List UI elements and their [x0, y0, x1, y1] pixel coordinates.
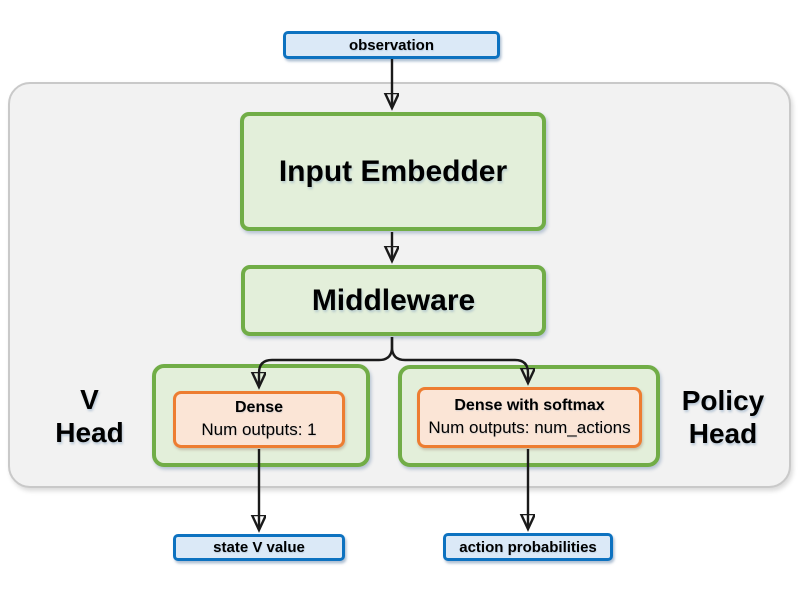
action-probabilities-label: action probabilities: [459, 538, 597, 556]
policy-dense-title: Dense with softmax: [454, 397, 605, 415]
policy-dense-node: Dense with softmax Num outputs: num_acti…: [417, 387, 642, 448]
policy-head-label-line2: Head: [688, 418, 758, 450]
state-v-value-node: state V value: [173, 534, 345, 561]
v-head-label-line1: V: [80, 384, 99, 415]
policy-head-label: Policy Head: [670, 384, 776, 450]
observation-label: observation: [348, 36, 435, 54]
input-embedder-label: Input Embedder: [278, 154, 508, 188]
middleware-node: Middleware: [241, 265, 546, 336]
v-head-label-line2: Head: [55, 417, 124, 449]
input-embedder-node: Input Embedder: [240, 112, 546, 231]
v-dense-title: Dense: [234, 399, 284, 417]
v-dense-subtitle: Num outputs: 1: [201, 419, 317, 439]
policy-dense-subtitle: Num outputs: num_actions: [428, 417, 631, 437]
observation-node: observation: [283, 31, 500, 59]
middleware-label: Middleware: [311, 283, 476, 317]
v-head-label: V Head: [37, 383, 142, 449]
v-dense-node: Dense Num outputs: 1: [173, 391, 345, 448]
policy-head-label-line1: Policy: [681, 385, 765, 416]
state-v-value-label: state V value: [213, 539, 305, 556]
action-probabilities-node: action probabilities: [443, 533, 613, 561]
